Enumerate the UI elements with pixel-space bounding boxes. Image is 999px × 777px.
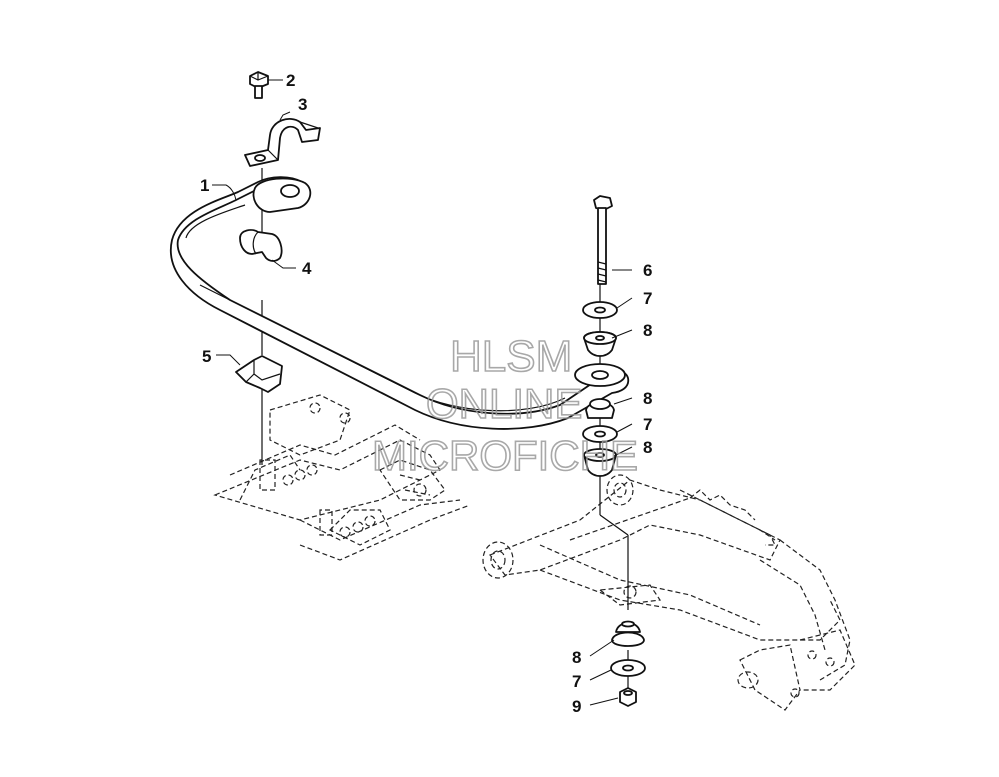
callout-7-mid: 7	[643, 415, 652, 434]
callout-8-mid-lower: 8	[643, 438, 652, 457]
callout-3: 3	[298, 95, 307, 114]
washer-stack	[582, 301, 646, 707]
leader-lines	[212, 79, 633, 706]
callout-9: 9	[572, 697, 581, 716]
frame-left-dashed	[213, 394, 471, 561]
callout-7-top: 7	[643, 289, 652, 308]
a-arm-dashed	[482, 474, 856, 711]
callout-5: 5	[202, 347, 211, 366]
watermark: HLSM ONLINE MICROFICHE	[371, 331, 639, 480]
callout-7-bottom: 7	[572, 672, 581, 691]
cap-screw	[249, 71, 269, 99]
callout-4: 4	[302, 259, 312, 278]
watermark-line-2: ONLINE	[426, 380, 582, 427]
clamp	[244, 118, 321, 167]
callout-8-top: 8	[643, 321, 652, 340]
watermark-line-3: MICROFICHE	[372, 432, 638, 479]
callout-8-mid: 8	[643, 389, 652, 408]
callout-8-bottom: 8	[572, 648, 581, 667]
bushing-lower	[235, 355, 283, 393]
callout-2: 2	[286, 71, 295, 90]
bolt	[593, 195, 613, 285]
callout-1: 1	[200, 176, 209, 195]
bushing-upper	[239, 229, 283, 262]
watermark-line-1: HLSM	[450, 332, 572, 381]
sway-bar	[169, 176, 630, 430]
callout-6: 6	[643, 261, 652, 280]
callout-labels: 1 2 3 4 5 6 7 8 8 7 8 8 7 9	[200, 71, 652, 716]
